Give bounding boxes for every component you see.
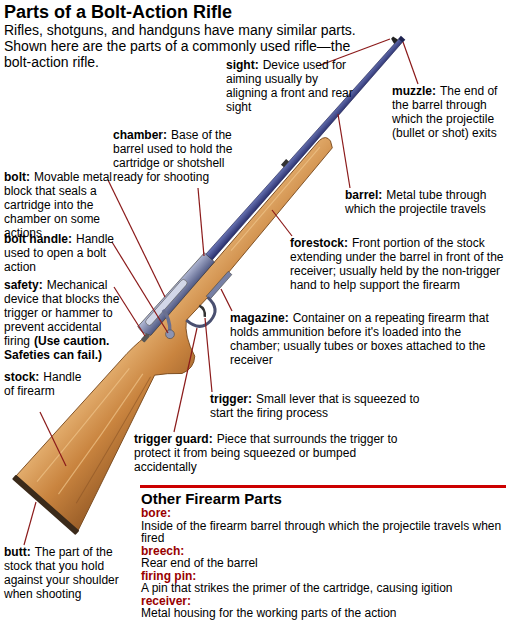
callout-text: trigger:Small lever that is squeezed to … bbox=[210, 392, 425, 420]
callout-text: bolt:Movable metal block that seals a ca… bbox=[4, 170, 116, 240]
leader-line bbox=[205, 318, 212, 392]
part-term: chamber: bbox=[113, 128, 167, 142]
leader-line bbox=[403, 42, 418, 84]
part-term: bolt: bbox=[4, 170, 30, 184]
callout-text: safety:Mechanical device that blocks the… bbox=[4, 278, 124, 362]
part-term: muzzle: bbox=[392, 84, 436, 98]
part-definition: Metal housing for the working parts of t… bbox=[141, 607, 511, 620]
callout-text: forestock:Front portion of the stock ext… bbox=[290, 236, 516, 292]
leader-line bbox=[24, 502, 36, 545]
butt-plate bbox=[12, 475, 79, 535]
callout-text: Other Firearm Partsbore:Inside of the fi… bbox=[141, 490, 511, 620]
section-rule bbox=[140, 485, 506, 488]
part-definition: Inside of the firearm barrel through whi… bbox=[141, 520, 511, 545]
callout-text: magazine:Container on a repeating firear… bbox=[230, 311, 495, 367]
part-term: safety: bbox=[4, 278, 43, 292]
callout-text: barrel:Metal tube through which the proj… bbox=[345, 188, 515, 216]
front-sight bbox=[390, 36, 398, 44]
callout-text: trigger guard:Piece that surrounds the t… bbox=[134, 432, 404, 474]
part-term: breech: bbox=[141, 545, 511, 558]
safety-lever bbox=[141, 333, 150, 343]
section-heading: Other Firearm Parts bbox=[141, 490, 511, 507]
leader-line bbox=[221, 289, 232, 311]
leader-line bbox=[40, 412, 66, 466]
callout-text: bolt handle:Handle used to open a bolt a… bbox=[4, 232, 122, 274]
magazine-plate bbox=[206, 271, 232, 299]
callout-text: muzzle:The end of the barrel through whi… bbox=[392, 84, 514, 140]
leader-line bbox=[272, 210, 292, 236]
page-title: Parts of a Bolt-Action Rifle bbox=[4, 2, 232, 22]
bolt-body bbox=[144, 278, 188, 326]
part-term: bolt handle: bbox=[4, 232, 72, 246]
callout-text: stock:Handle of firearm bbox=[4, 370, 66, 398]
leader-line bbox=[108, 180, 165, 297]
leader-line bbox=[338, 114, 350, 188]
bolt-handle-arm bbox=[155, 310, 177, 332]
part-term: barrel: bbox=[345, 188, 382, 202]
part-term: forestock: bbox=[290, 236, 348, 250]
part-term: butt: bbox=[4, 545, 31, 559]
part-term: stock: bbox=[4, 370, 39, 384]
part-term: sight: bbox=[226, 58, 259, 72]
leader-line bbox=[198, 188, 204, 256]
trigger-guard-loop bbox=[186, 297, 220, 333]
part-term: firing pin: bbox=[141, 570, 511, 583]
part-term: magazine: bbox=[230, 311, 289, 325]
callout-text: sight:Device used for aiming usually by … bbox=[226, 58, 354, 114]
part-term: receiver: bbox=[141, 595, 511, 608]
part-term: bore: bbox=[141, 507, 511, 520]
leader-line bbox=[112, 242, 168, 333]
muzzle-end bbox=[398, 36, 405, 43]
rear-sight bbox=[281, 159, 289, 167]
leader-line bbox=[174, 328, 197, 432]
callout-text: butt:The part of the stock that you hold… bbox=[4, 545, 129, 601]
trigger-blade bbox=[196, 305, 208, 317]
callout-text: chamber:Base of the barrel used to hold … bbox=[113, 128, 248, 184]
part-definition: Rear end of the barrel bbox=[141, 557, 511, 570]
part-definition: A pin that strikes the primer of the car… bbox=[141, 582, 511, 595]
part-term: trigger: bbox=[210, 392, 252, 406]
part-term: trigger guard: bbox=[134, 432, 213, 446]
